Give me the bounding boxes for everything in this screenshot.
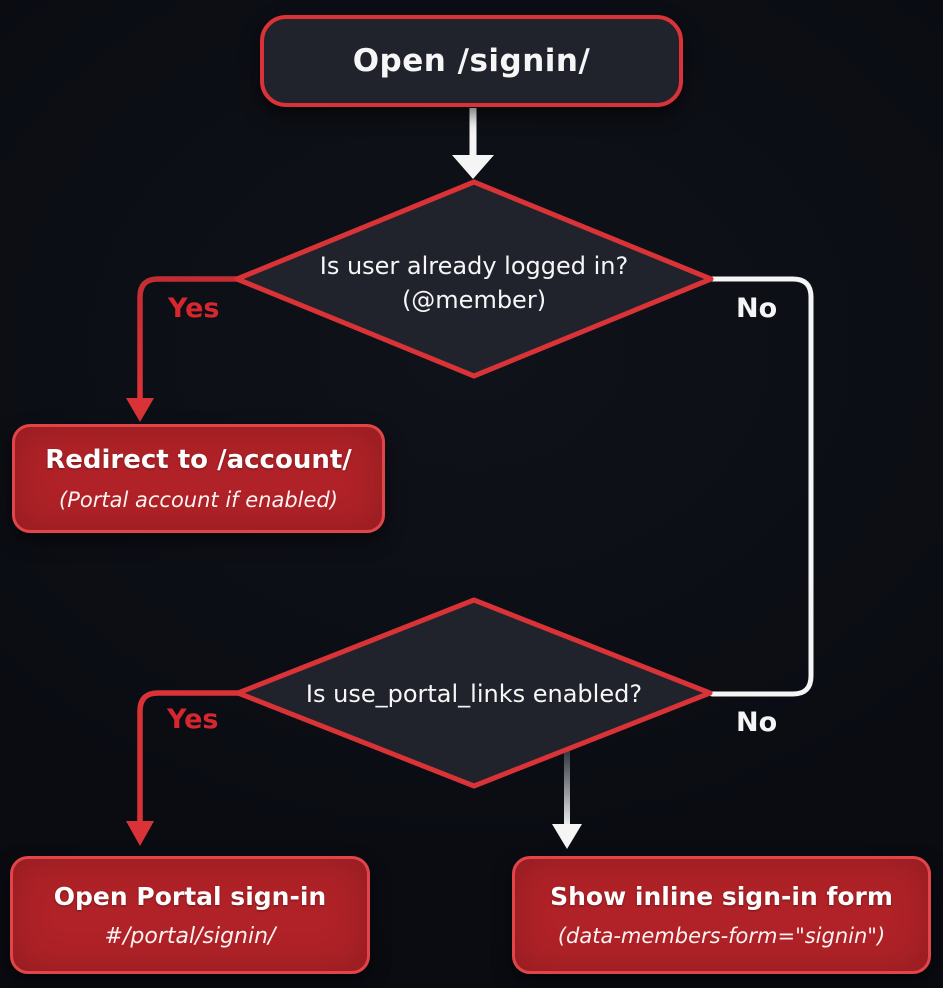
decision-logged-in-text: Is user already logged in? (@member)	[259, 249, 689, 317]
arrowhead-decision2-yes	[126, 821, 154, 846]
open-portal-signin-subtitle: #/portal/signin/	[104, 923, 276, 949]
open-portal-signin-title: Open Portal sign-in	[53, 881, 327, 911]
edge-decision2-yes	[137, 690, 243, 825]
decision2-yes-label: Yes	[167, 704, 219, 735]
arrowhead-start-to-decision1	[452, 155, 494, 179]
start-node-label: Open /signin/	[352, 43, 591, 79]
start-node: Open /signin/	[260, 15, 683, 107]
inline-signin-form-title: Show inline sign-in form	[550, 882, 893, 911]
edge-decision1-yes	[137, 276, 242, 402]
decision-logged-in-line1: Is user already logged in?	[319, 252, 629, 280]
decision1-no-label: No	[736, 293, 778, 324]
decision-portal-links-text: Is use_portal_links enabled?	[259, 677, 689, 711]
redirect-account-title: Redirect to /account/	[45, 445, 352, 475]
inline-signin-form-node: Show inline sign-in form (data-members-f…	[512, 856, 931, 974]
decision-diamond-logged-in	[234, 179, 714, 379]
open-portal-signin-node: Open Portal sign-in #/portal/signin/	[10, 856, 370, 974]
arrowhead-decision1-yes	[126, 398, 154, 422]
decision-diamond-portal-links	[235, 597, 713, 789]
inline-signin-form-subtitle: (data-members-form="signin")	[557, 924, 886, 948]
redirect-account-node: Redirect to /account/ (Portal account if…	[12, 424, 385, 533]
arrowhead-decision2-no	[552, 824, 582, 849]
decision2-no-label: No	[736, 707, 778, 738]
decision-portal-links-line1: Is use_portal_links enabled?	[305, 680, 643, 708]
edge-decision1-no	[708, 276, 814, 697]
redirect-account-subtitle: (Portal account if enabled)	[59, 488, 338, 512]
decision1-yes-label: Yes	[168, 293, 220, 324]
decision-logged-in-line2: (@member)	[401, 286, 547, 314]
